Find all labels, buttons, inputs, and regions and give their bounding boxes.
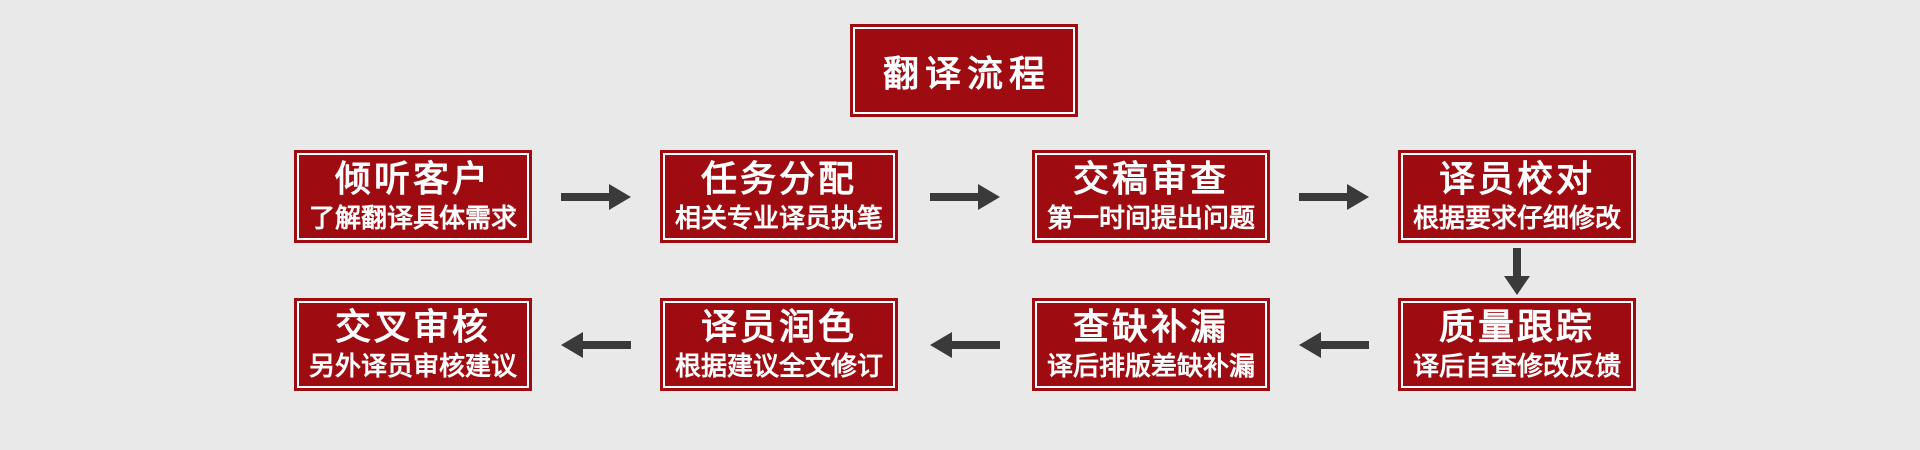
arrow-shaft <box>1321 341 1369 349</box>
node-title: 译员校对 <box>1438 158 1595 200</box>
node-title: 交稿审查 <box>1072 158 1229 200</box>
flow-node-listen-to-customer: 倾听客户 了解翻译具体需求 <box>294 150 532 243</box>
flow-node-task-assignment: 任务分配 相关专业译员执笔 <box>660 150 898 243</box>
arrow-shaft <box>1513 248 1521 276</box>
arrow-shaft <box>952 341 1000 349</box>
node-subtitle: 了解翻译具体需求 <box>308 203 517 234</box>
node-subtitle: 译后自查修改反馈 <box>1412 351 1621 382</box>
arrow-right-icon <box>1299 184 1369 210</box>
arrow-left-icon <box>1299 332 1369 358</box>
arrow-head <box>978 184 1000 210</box>
arrow-left-icon <box>561 332 631 358</box>
flow-node-translator-proofreading: 译员校对 根据要求仔细修改 <box>1398 150 1636 243</box>
node-title: 查缺补漏 <box>1072 306 1229 348</box>
arrow-shaft <box>1299 193 1347 201</box>
node-title: 交叉审核 <box>334 306 491 348</box>
flowchart-title-label: 翻译流程 <box>882 53 1051 95</box>
flow-node-cross-review: 交叉审核 另外译员审核建议 <box>294 298 532 391</box>
node-subtitle: 根据要求仔细修改 <box>1412 203 1621 234</box>
node-subtitle: 根据建议全文修订 <box>674 351 883 382</box>
flow-node-translator-polishing: 译员润色 根据建议全文修订 <box>660 298 898 391</box>
arrow-head <box>1347 184 1369 210</box>
node-title: 任务分配 <box>700 158 857 200</box>
flow-node-gap-filling: 查缺补漏 译后排版差缺补漏 <box>1032 298 1270 391</box>
node-title: 质量跟踪 <box>1438 306 1595 348</box>
arrow-head <box>930 332 952 358</box>
arrow-shaft <box>930 193 978 201</box>
node-subtitle: 另外译员审核建议 <box>308 351 517 382</box>
arrow-right-icon <box>561 184 631 210</box>
node-title: 译员润色 <box>700 306 857 348</box>
node-subtitle: 相关专业译员执笔 <box>674 203 883 234</box>
node-subtitle: 译后排版差缺补漏 <box>1046 351 1255 382</box>
flow-node-quality-tracking: 质量跟踪 译后自查修改反馈 <box>1398 298 1636 391</box>
arrow-left-icon <box>930 332 1000 358</box>
arrow-down-icon <box>1504 248 1530 295</box>
arrow-head <box>609 184 631 210</box>
arrow-right-icon <box>930 184 1000 210</box>
flow-node-draft-review: 交稿审查 第一时间提出问题 <box>1032 150 1270 243</box>
arrow-head <box>561 332 583 358</box>
flowchart-title-box: 翻译流程 <box>850 24 1078 117</box>
node-subtitle: 第一时间提出问题 <box>1046 203 1255 234</box>
node-title: 倾听客户 <box>334 158 491 200</box>
arrow-head <box>1299 332 1321 358</box>
arrow-head <box>1504 276 1530 295</box>
arrow-shaft <box>583 341 631 349</box>
arrow-shaft <box>561 193 609 201</box>
